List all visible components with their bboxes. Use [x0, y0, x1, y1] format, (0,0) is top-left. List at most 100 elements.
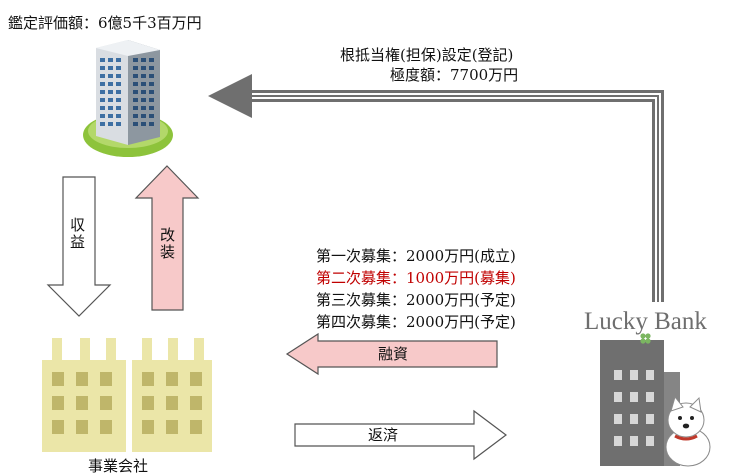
tower-window: [116, 122, 121, 126]
bank-window: [614, 392, 622, 402]
revenue-arrow: [46, 176, 112, 317]
tower-window: [133, 90, 138, 94]
tower-window: [116, 74, 121, 78]
tower-window: [108, 58, 113, 62]
tower-window: [108, 122, 113, 126]
tower-window: [141, 58, 146, 62]
tower-window: [149, 114, 154, 118]
bank-window: [614, 436, 622, 446]
tower-window: [108, 114, 113, 118]
mortgage-limit: 極度額：7700万円: [390, 66, 519, 84]
repayment-arrow-label: 返済: [368, 426, 399, 444]
funding-round-3: 第三次募集：2000万円(予定): [316, 291, 516, 309]
mortgage-connector-arrow: [208, 74, 664, 302]
tower-window: [149, 90, 154, 94]
company-window: [100, 396, 112, 410]
bank-window: [630, 436, 638, 446]
tower-window: [100, 106, 105, 110]
funding-round-2: 第二次募集：1000万円(募集): [316, 269, 516, 287]
tower-window: [116, 58, 121, 62]
tower-window: [133, 122, 138, 126]
tower-window: [133, 106, 138, 110]
funding-round-1: 第一次募集：2000万円(成立): [316, 247, 516, 265]
clover-icon: [640, 333, 651, 344]
tower-window: [149, 74, 154, 78]
tower-window: [133, 58, 138, 62]
mortgage-title: 根抵当権(担保)設定(登記): [340, 46, 514, 64]
tower-window: [100, 90, 105, 94]
tower-window: [133, 82, 138, 86]
company-building-left-icon: [42, 338, 126, 452]
bank-window: [646, 392, 654, 402]
bank-window: [630, 392, 638, 402]
repayment-arrow: [294, 409, 507, 461]
company-window: [76, 372, 88, 386]
valuation-label: 鑑定評価額：6億5千3百万円: [8, 14, 202, 32]
tower-window: [149, 106, 154, 110]
company-window: [166, 372, 178, 386]
company-window: [190, 372, 202, 386]
bank-window: [646, 436, 654, 446]
renovation-arrow-label: 改装: [158, 227, 176, 261]
brand-name-part2: Bank: [654, 308, 707, 335]
company-window: [52, 372, 64, 386]
tower-window: [141, 74, 146, 78]
tower-window: [141, 122, 146, 126]
financing-arrow: [285, 332, 498, 376]
bank-window: [614, 370, 622, 380]
company-label: 事業会社: [88, 457, 149, 475]
tower-window: [141, 66, 146, 70]
tower-window: [108, 106, 113, 110]
tower-window: [108, 74, 113, 78]
tower-window: [141, 90, 146, 94]
company-window: [100, 420, 112, 434]
revenue-arrow-label: 収益: [68, 217, 86, 251]
company-window: [76, 420, 88, 434]
tower-window: [100, 58, 105, 62]
company-window: [142, 420, 154, 434]
tower-window: [108, 90, 113, 94]
dog-mascot-icon: [665, 395, 711, 467]
funding-round-4: 第四次募集：2000万円(予定): [316, 313, 516, 331]
tower-window: [100, 66, 105, 70]
tower-window: [133, 114, 138, 118]
tower-window: [149, 122, 154, 126]
bank-window: [630, 370, 638, 380]
tower-window: [133, 98, 138, 102]
tower-window: [149, 66, 154, 70]
tower-window: [108, 98, 113, 102]
company-window: [166, 396, 178, 410]
company-building-right-icon: [132, 338, 212, 452]
company-window: [190, 396, 202, 410]
financing-arrow-label: 融資: [378, 345, 409, 363]
company-window: [52, 420, 64, 434]
bank-window: [630, 414, 638, 424]
tower-window: [116, 98, 121, 102]
company-window: [142, 372, 154, 386]
tower-window: [100, 74, 105, 78]
company-window: [166, 420, 178, 434]
tower-window: [100, 82, 105, 86]
tower-window: [133, 66, 138, 70]
bank-window: [646, 414, 654, 424]
brand-name-part1: Lucky: [584, 308, 648, 335]
tower-window: [141, 106, 146, 110]
appraised-building-icon: [83, 40, 173, 157]
renovation-arrow: [134, 165, 200, 311]
company-window: [76, 396, 88, 410]
tower-window: [116, 82, 121, 86]
tower-window: [108, 82, 113, 86]
tower-window: [141, 82, 146, 86]
tower-window: [141, 98, 146, 102]
tower-window: [116, 66, 121, 70]
tower-window: [133, 74, 138, 78]
tower-window: [116, 114, 121, 118]
tower-window: [141, 114, 146, 118]
bank-window: [646, 370, 654, 380]
company-window: [52, 396, 64, 410]
tower-window: [108, 66, 113, 70]
tower-window: [100, 122, 105, 126]
lucky-bank-building-icon: [600, 340, 680, 466]
tower-window: [116, 90, 121, 94]
funding-rounds-list: 第一次募集：2000万円(成立) 第二次募集：1000万円(募集) 第三次募集：…: [316, 245, 516, 333]
